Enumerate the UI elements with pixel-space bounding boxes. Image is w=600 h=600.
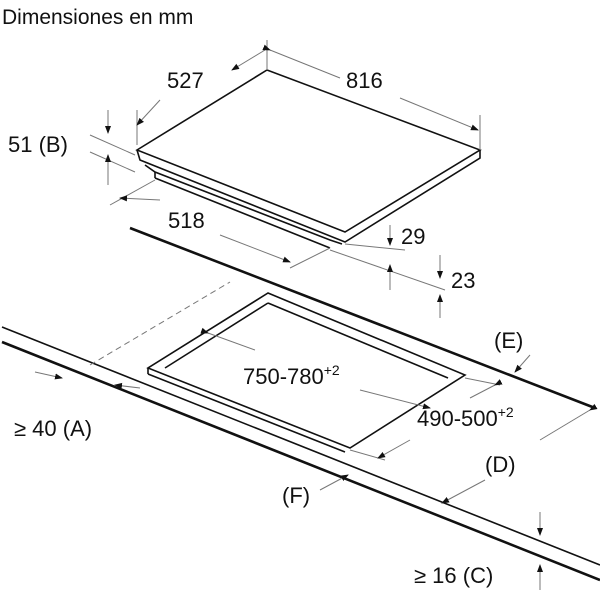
cooktop-dimensions bbox=[89, 40, 481, 318]
a-label: ≥ 40 (A) bbox=[14, 416, 92, 441]
cutout-width-label: 750-780+2 bbox=[243, 362, 340, 389]
h29-label: 29 bbox=[401, 224, 425, 249]
height-b-label: 51 (B) bbox=[8, 132, 68, 157]
worktop bbox=[1, 226, 600, 582]
f-label: (F) bbox=[282, 483, 310, 508]
depth-label: 527 bbox=[167, 68, 204, 93]
c-label: ≥ 16 (C) bbox=[414, 563, 493, 588]
d-label: (D) bbox=[485, 452, 516, 477]
h23-label: 23 bbox=[451, 268, 475, 293]
cutout-depth-label: 490-500+2 bbox=[417, 404, 514, 431]
diagram-title: Dimensiones en mm bbox=[2, 6, 193, 29]
cutout-dimensions bbox=[34, 327, 598, 590]
under-depth-label: 518 bbox=[168, 208, 205, 233]
e-label: (E) bbox=[494, 328, 523, 353]
width-label: 816 bbox=[346, 68, 383, 93]
